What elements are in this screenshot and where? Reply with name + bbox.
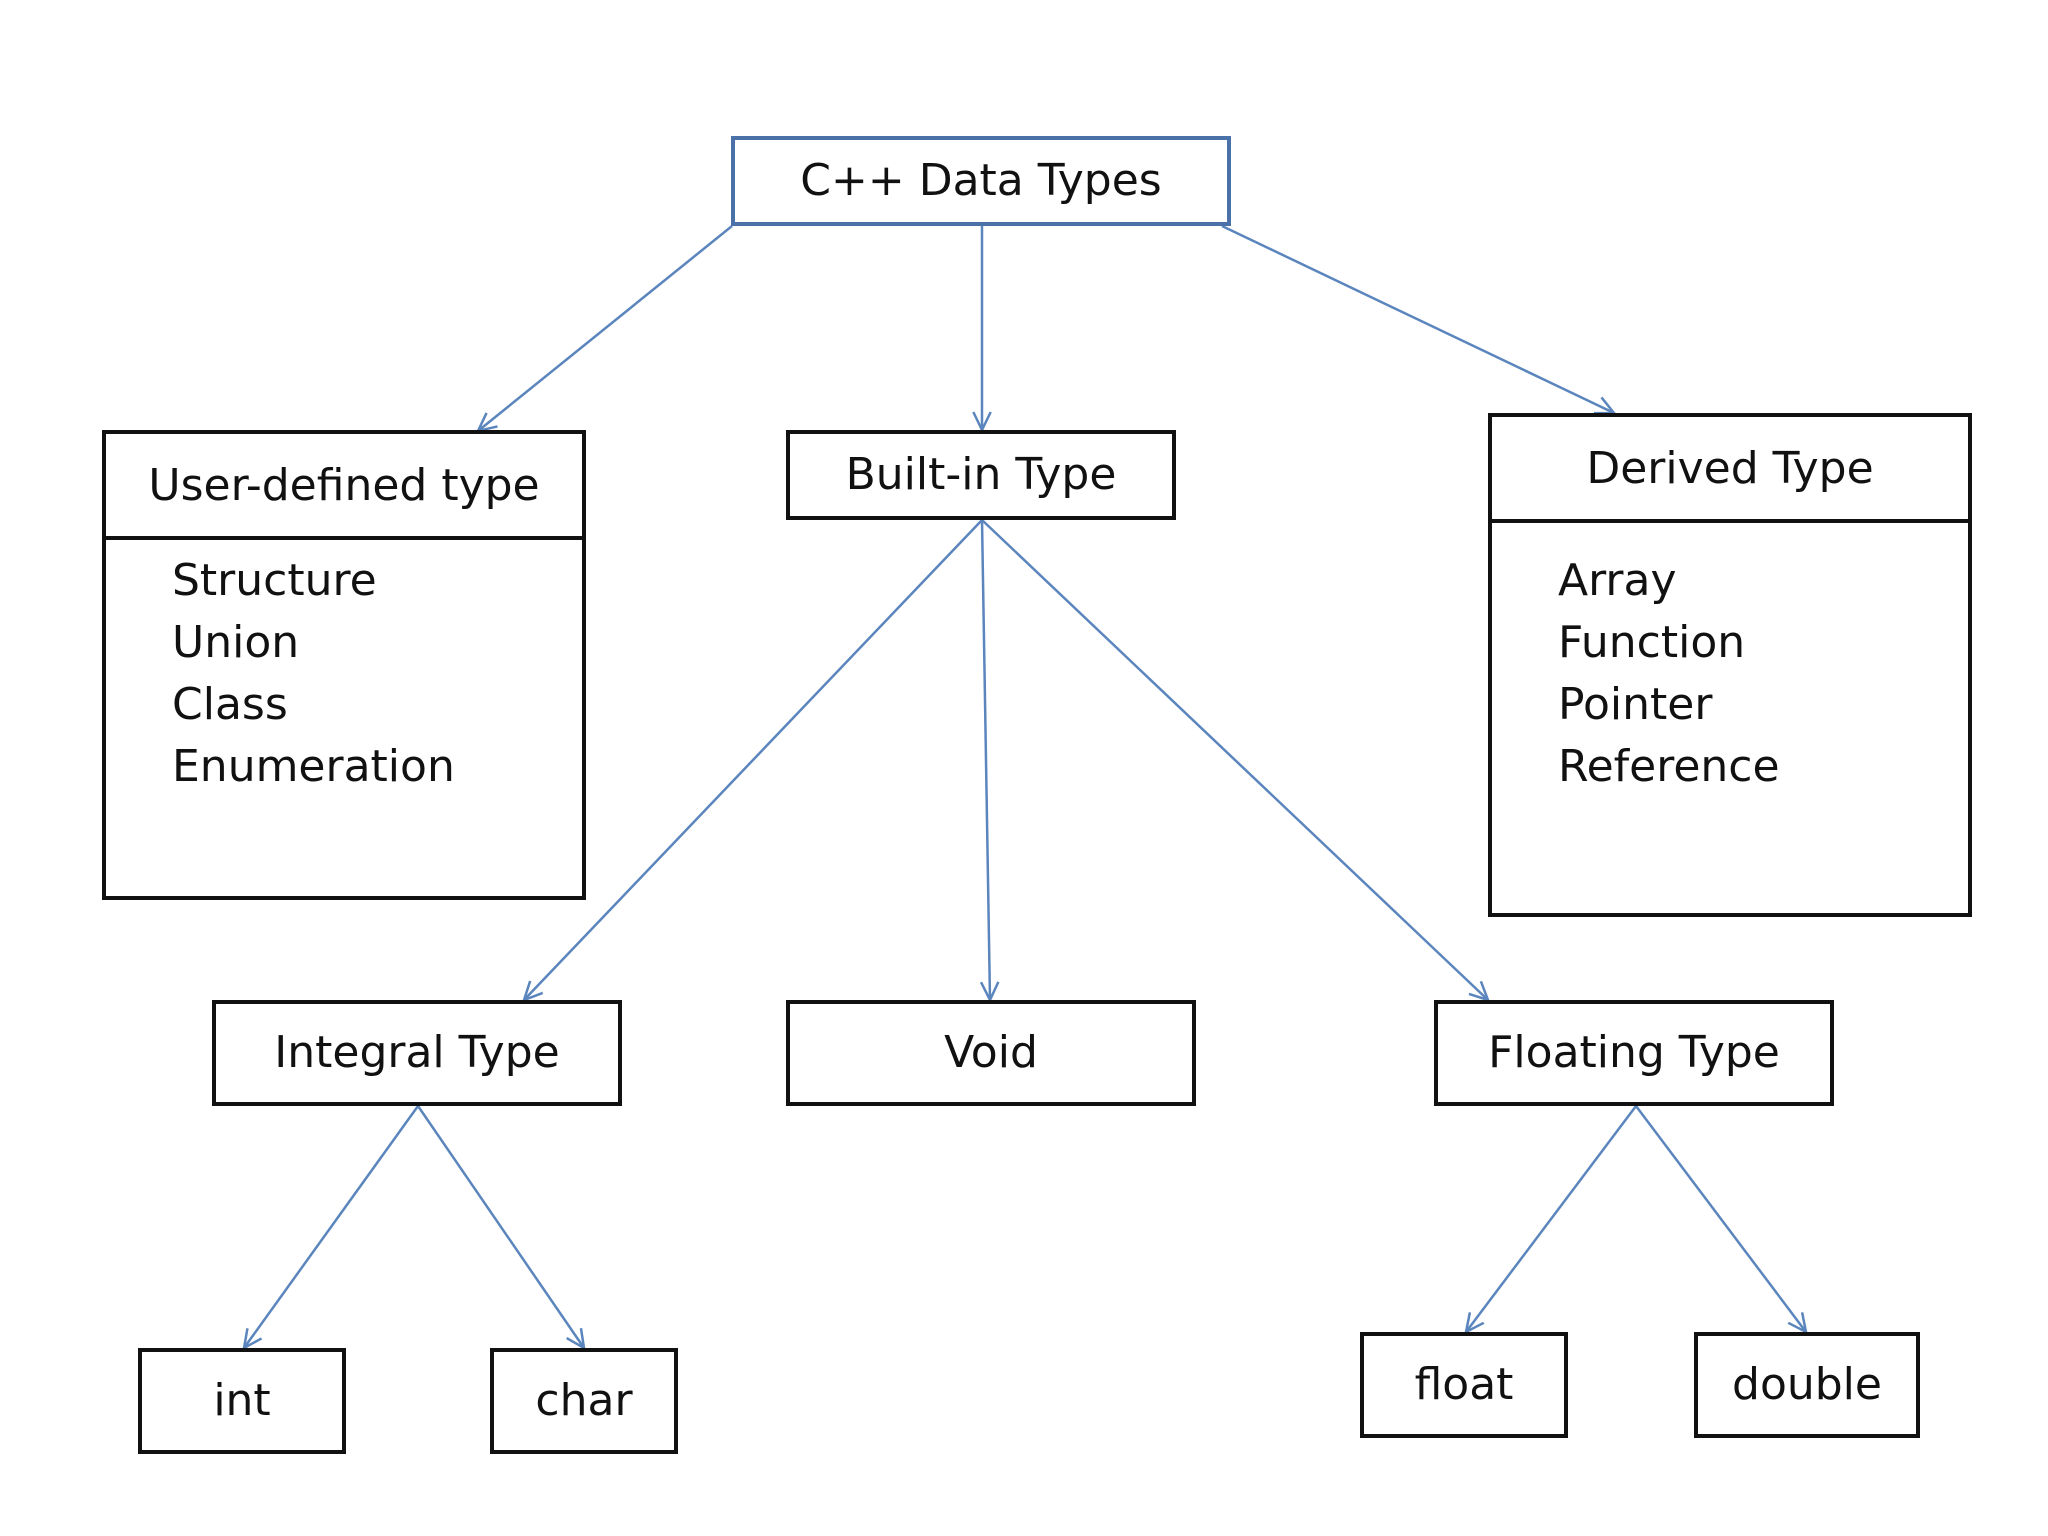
list-item-array: Array	[1558, 555, 1677, 606]
connector-line	[980, 519, 992, 1001]
user-defined-type-label: User-defined type	[148, 459, 540, 511]
double-node: double	[1694, 1332, 1920, 1438]
float-node: float	[1360, 1332, 1568, 1438]
connector-line	[981, 519, 1489, 1001]
derived-type-list: Array Function Pointer Reference	[1558, 550, 1780, 798]
edge-built-in-to-void	[979, 519, 1000, 1003]
integral-type-node: Integral Type	[212, 1000, 622, 1106]
edge-built-in-to-integral	[522, 519, 983, 1003]
built-in-type-label: Built-in Type	[845, 449, 1117, 500]
edge-root-to-built-in	[972, 226, 992, 433]
derived-type-header: Derived Type	[1492, 417, 1968, 523]
edge-root-to-user-defined	[475, 225, 733, 433]
int-label: int	[213, 1375, 271, 1426]
connector-line	[1221, 224, 1615, 415]
edge-floating-to-float	[1464, 1105, 1637, 1335]
connector-line	[1465, 1105, 1637, 1333]
root-node-label: C++ Data Types	[800, 155, 1162, 206]
user-defined-type-list: Structure Union Class Enumeration	[172, 550, 455, 798]
derived-type-panel: Derived Type Array Function Pointer Refe…	[1488, 413, 1972, 917]
list-item-function: Function	[1558, 617, 1746, 668]
list-item-structure: Structure	[172, 555, 377, 606]
float-label: float	[1414, 1359, 1514, 1410]
built-in-type-node: Built-in Type	[786, 430, 1176, 520]
user-defined-type-panel: User-defined type Structure Union Class …	[102, 430, 586, 900]
root-node-cpp-data-types: C++ Data Types	[731, 136, 1231, 226]
double-label: double	[1732, 1359, 1882, 1410]
char-label: char	[535, 1375, 633, 1426]
void-node: Void	[786, 1000, 1196, 1106]
edge-built-in-to-floating	[981, 519, 1491, 1002]
floating-type-label: Floating Type	[1488, 1027, 1780, 1078]
floating-type-node: Floating Type	[1434, 1000, 1834, 1106]
list-item-reference: Reference	[1558, 741, 1780, 792]
char-node: char	[490, 1348, 678, 1454]
edge-integral-to-int	[242, 1105, 420, 1351]
int-node: int	[138, 1348, 346, 1454]
integral-type-label: Integral Type	[274, 1027, 560, 1078]
edge-integral-to-char	[416, 1105, 586, 1351]
derived-type-label: Derived Type	[1586, 442, 1874, 494]
connector-line	[523, 519, 983, 1001]
connector-line	[477, 225, 733, 432]
list-item-union: Union	[172, 617, 300, 668]
list-item-class: Class	[172, 679, 288, 730]
edge-root-to-derived	[1221, 224, 1617, 415]
user-defined-type-header: User-defined type	[106, 434, 582, 540]
list-item-enumeration: Enumeration	[172, 741, 455, 792]
void-label: Void	[944, 1027, 1038, 1078]
edge-floating-to-double	[1635, 1105, 1808, 1335]
connector-line	[1635, 1105, 1807, 1333]
connector-line	[416, 1105, 586, 1349]
list-item-pointer: Pointer	[1558, 679, 1713, 730]
connector-line	[242, 1105, 420, 1349]
